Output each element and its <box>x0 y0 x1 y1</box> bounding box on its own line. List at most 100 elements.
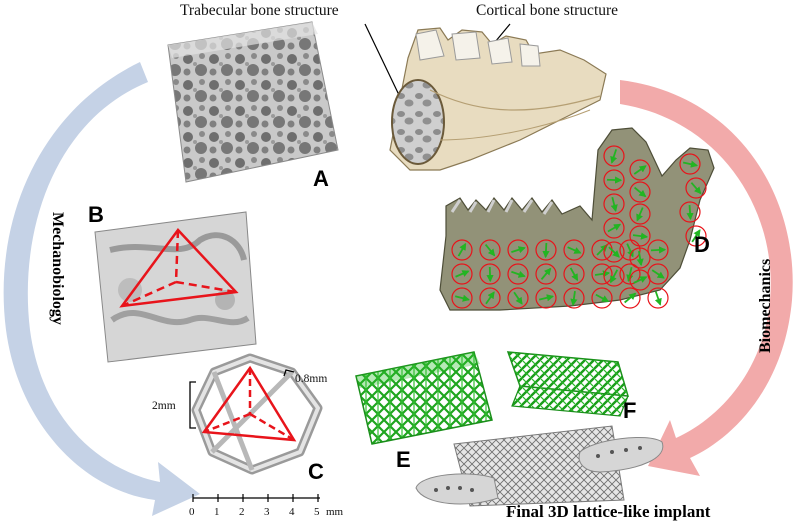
strain-circle <box>591 287 613 309</box>
strain-arrow <box>457 242 467 257</box>
dimension-height-label: 2mm <box>152 400 176 412</box>
strain-circle <box>619 263 641 285</box>
final-implant-title: Final 3D lattice-like implant <box>506 502 711 521</box>
panel-label-f: F <box>623 398 636 423</box>
strain-arrow <box>633 276 648 284</box>
right-curved-arrow <box>620 80 793 476</box>
strain-arrow <box>569 267 579 282</box>
strain-circle <box>603 145 625 167</box>
strain-circle <box>563 263 585 285</box>
strain-circle <box>679 153 701 175</box>
strain-circle <box>603 169 625 191</box>
final-implant <box>415 425 664 507</box>
strain-arrow <box>595 293 610 303</box>
panel-label-c: C <box>308 459 324 484</box>
scale-tick-5: 5 <box>314 506 320 518</box>
dimension-strut-label: 0.8mm <box>295 373 327 385</box>
strain-circle <box>629 203 651 225</box>
panel-label-b: B <box>88 202 104 227</box>
strain-arrow <box>484 243 496 257</box>
strut-dimension-bracket <box>283 369 295 377</box>
strain-arrow <box>608 246 620 258</box>
strain-circle <box>479 263 501 285</box>
strain-arrow <box>651 269 665 279</box>
strain-circle <box>451 239 473 261</box>
strain-circle <box>479 287 501 309</box>
strain-circle <box>679 201 701 223</box>
strain-circle <box>535 263 557 285</box>
callout-cortical: Cortical bone structure <box>476 2 618 19</box>
panel-e-lattice-block <box>355 351 493 445</box>
strain-arrow <box>454 294 470 302</box>
strain-arrow <box>511 246 526 254</box>
scale-tick-4: 4 <box>289 506 295 518</box>
panel-d-mandible-model <box>439 127 715 311</box>
strain-arrow <box>636 250 644 267</box>
strain-circle <box>629 181 651 203</box>
strain-circle <box>619 287 641 309</box>
strain-circle <box>629 225 651 247</box>
strain-circle <box>535 287 557 309</box>
left-curved-arrow <box>3 62 200 516</box>
strain-arrow <box>607 223 622 233</box>
strain-arrow <box>511 270 526 278</box>
scale-tick-1: 1 <box>214 506 220 518</box>
strain-arrow <box>609 269 619 284</box>
strain-arrow <box>455 270 470 278</box>
strain-arrow <box>654 291 662 306</box>
strain-arrow <box>633 165 647 175</box>
scale-tick-2: 2 <box>239 506 245 518</box>
scale-unit: mm <box>326 506 344 518</box>
strain-arrow <box>690 182 702 195</box>
strain-arrow <box>540 267 552 280</box>
strain-circle <box>507 239 529 261</box>
panel-c-unit-cell <box>191 353 323 475</box>
strain-arrow <box>485 291 495 305</box>
strain-circle <box>507 287 529 309</box>
strain-circle <box>591 263 613 285</box>
strain-arrow-field <box>451 145 707 309</box>
panel-label-a: A <box>313 166 329 191</box>
strain-circle <box>479 239 501 261</box>
side-label-biomechanics: Biomechanics <box>757 259 774 353</box>
strain-arrow <box>650 246 667 254</box>
panel-a-trabecular-sample <box>167 21 339 183</box>
strain-circle <box>451 287 473 309</box>
strain-arrow <box>632 232 649 240</box>
panel-label-e: E <box>396 447 411 472</box>
scale-bar <box>192 494 320 502</box>
strain-arrow <box>594 270 611 278</box>
strain-arrow <box>682 160 699 168</box>
strain-circle <box>603 217 625 239</box>
scale-tick-3: 3 <box>264 506 270 518</box>
strain-arrow <box>691 229 701 243</box>
panel-b-trabecular-closeup <box>94 211 257 363</box>
strain-circle <box>563 287 585 309</box>
strain-arrow <box>633 186 647 198</box>
strain-arrow <box>513 291 523 305</box>
strain-circle <box>629 159 651 181</box>
height-dimension-bracket <box>189 381 196 429</box>
strain-arrow <box>686 204 694 221</box>
strain-circle <box>535 239 557 261</box>
strain-circle <box>563 239 585 261</box>
strain-arrow <box>610 196 618 212</box>
strain-circle <box>603 193 625 215</box>
strain-circle <box>629 269 651 291</box>
jaw-cross-section-illustration <box>389 27 607 171</box>
strain-arrow <box>626 243 634 258</box>
strain-circle <box>603 241 625 263</box>
strain-circle <box>507 263 529 285</box>
side-label-mechanobiology: Mechanobiology <box>49 212 66 325</box>
strain-arrow <box>542 242 550 259</box>
strain-arrow <box>624 292 637 304</box>
callout-trabecular: Trabecular bone structure <box>180 2 339 19</box>
strain-circle <box>647 287 669 309</box>
strain-arrow <box>567 246 582 254</box>
strain-arrow <box>570 290 578 307</box>
panel-label-d: D <box>694 232 710 257</box>
scale-tick-0: 0 <box>189 506 195 518</box>
strain-circle <box>685 225 707 247</box>
strain-arrow <box>610 149 618 164</box>
